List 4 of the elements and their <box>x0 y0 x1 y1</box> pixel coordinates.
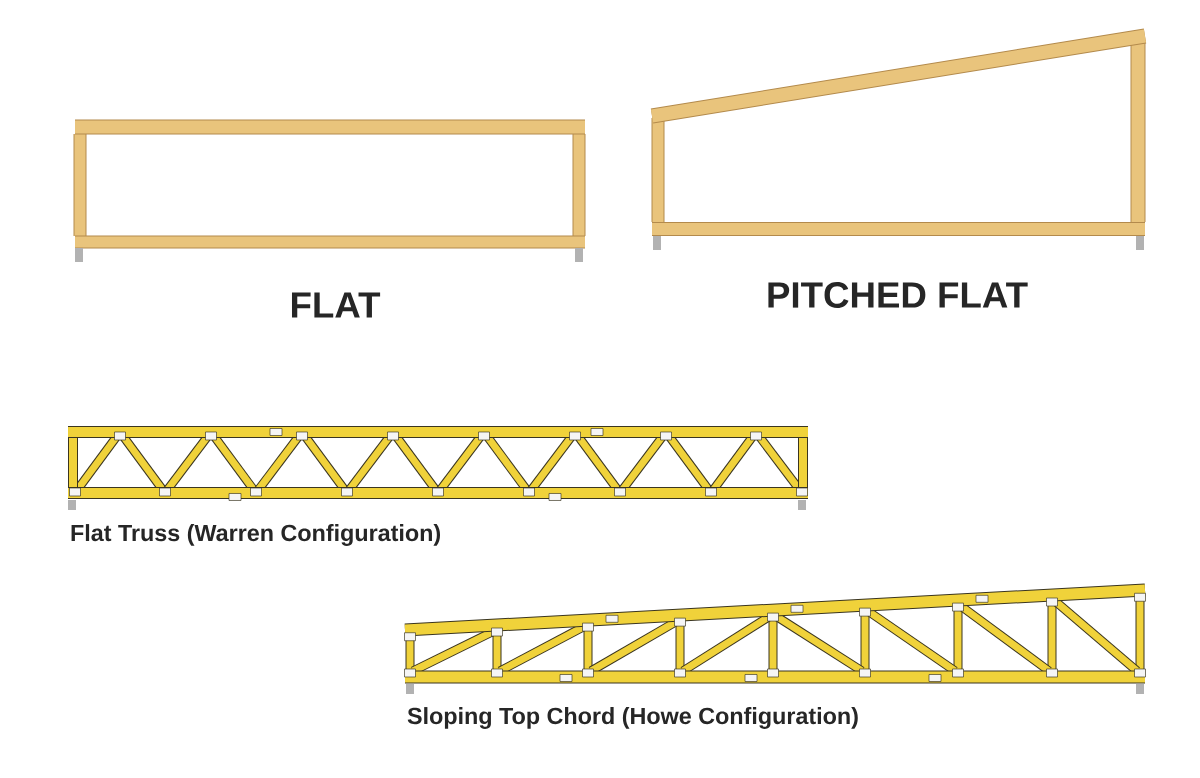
caption: Flat Truss (Warren Configuration) <box>71 524 441 546</box>
caption: PITCHED FLAT <box>768 282 1028 308</box>
caption: FLAT <box>292 292 381 318</box>
caption: Sloping Top Chord (Howe Configuration) <box>407 707 858 729</box>
